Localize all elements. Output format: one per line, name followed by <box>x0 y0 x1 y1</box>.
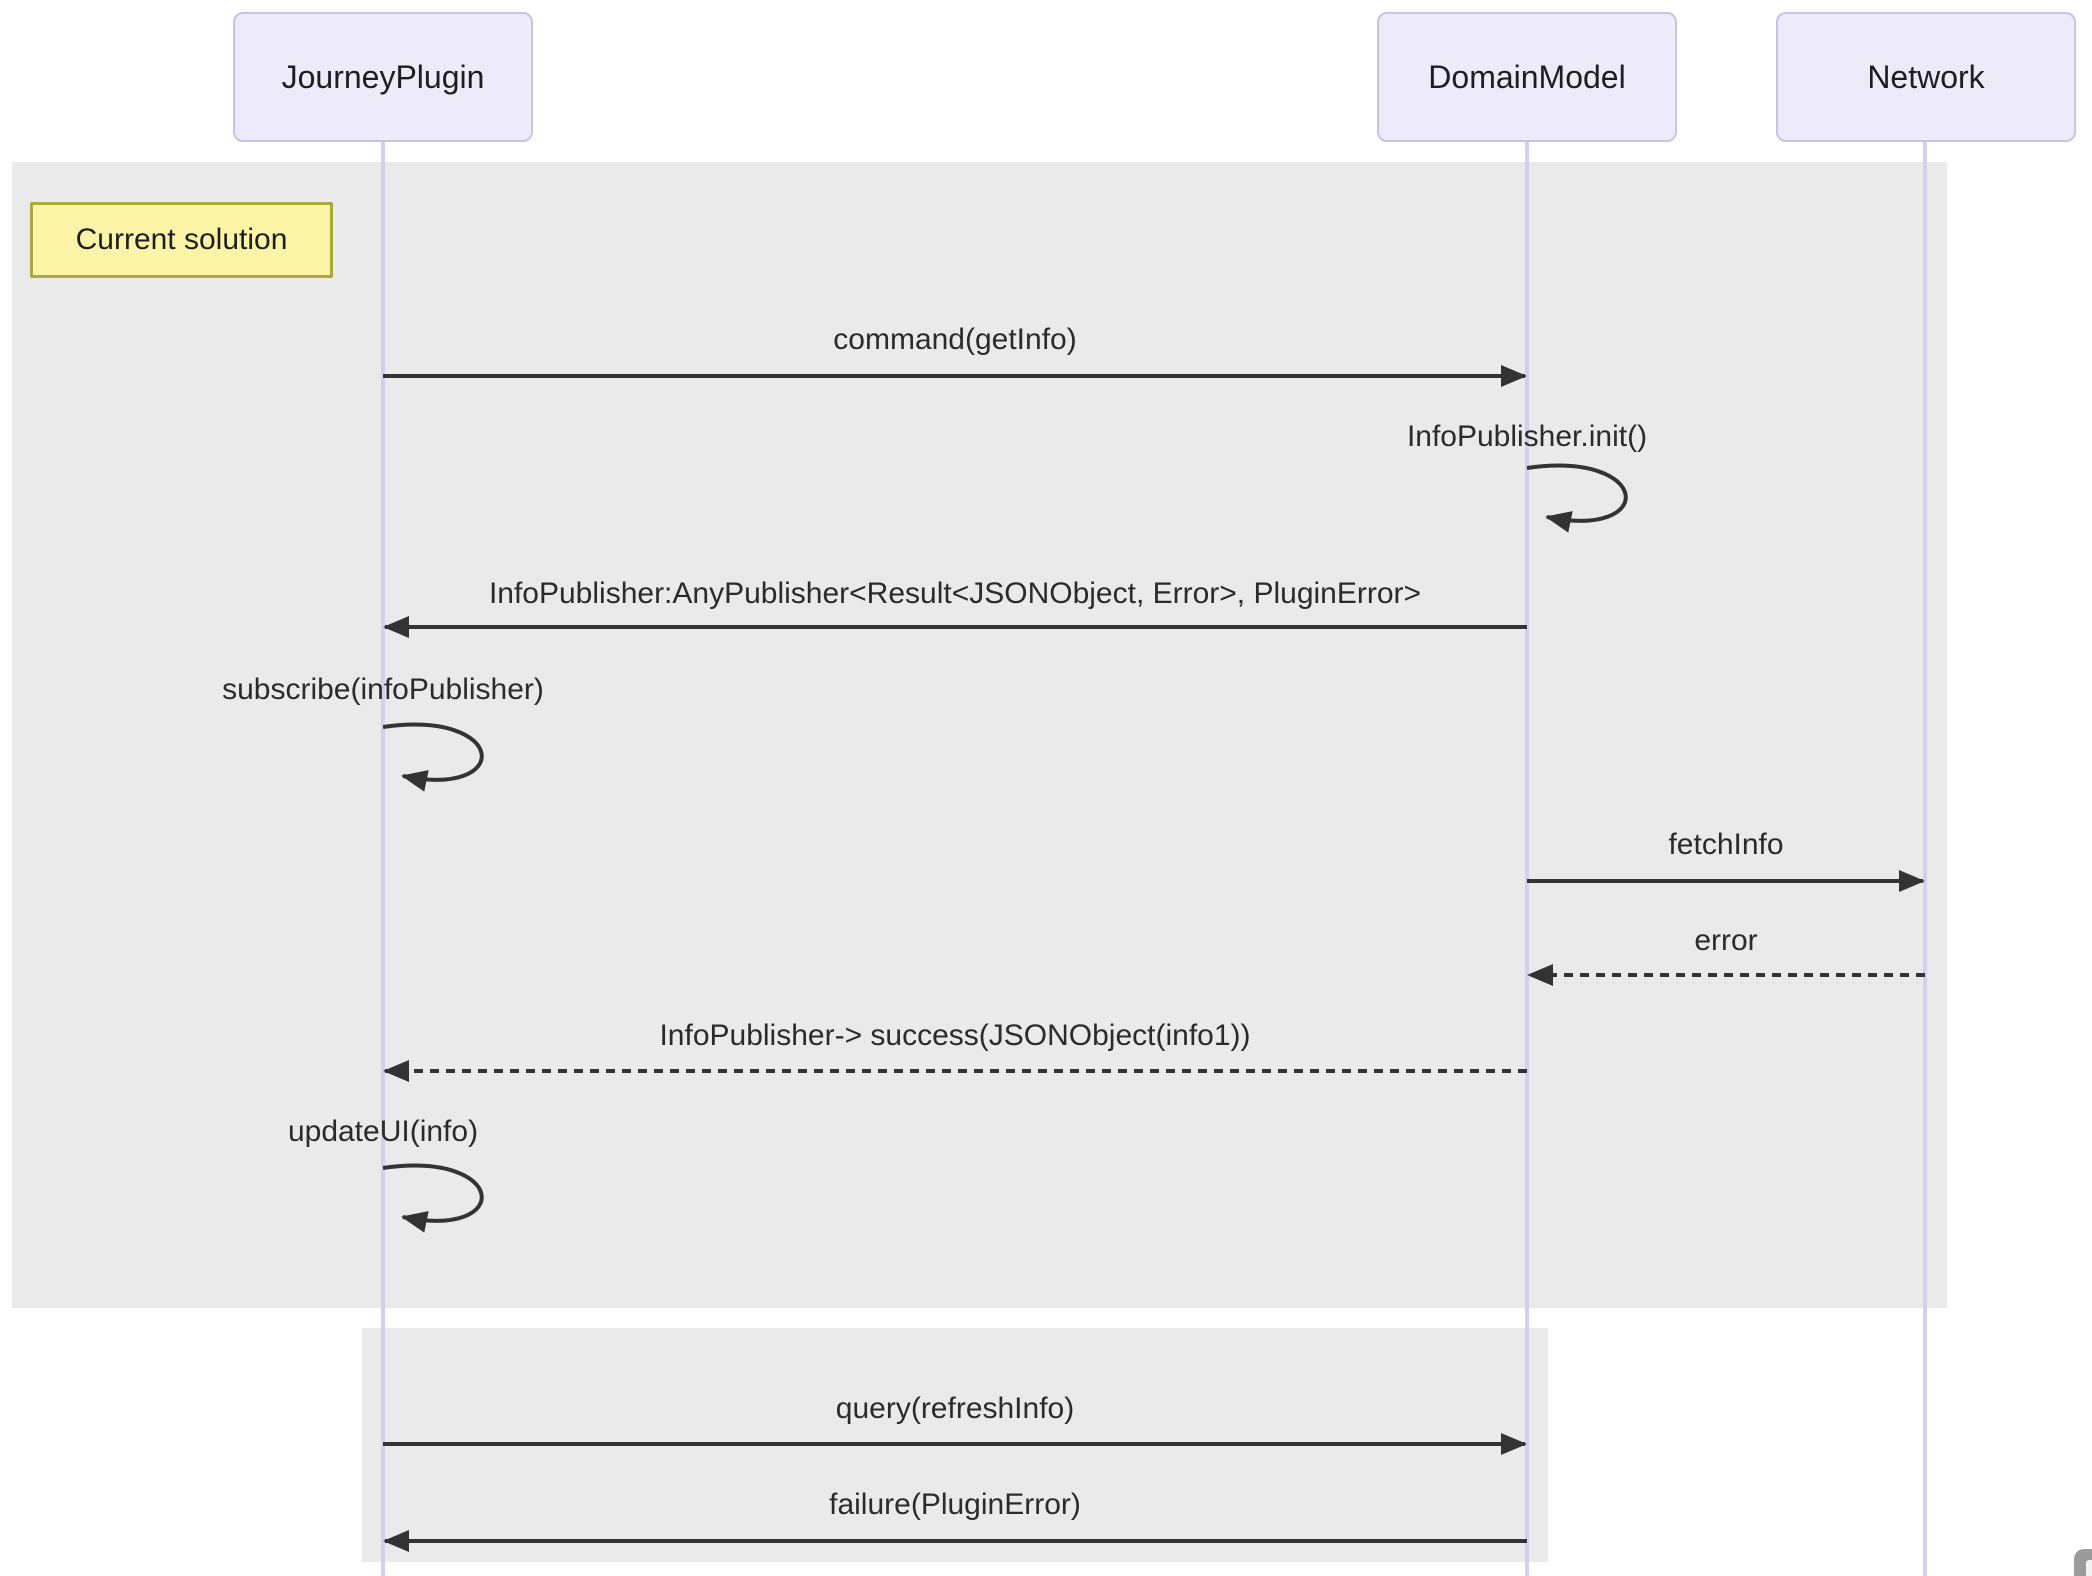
corner-badge-glyph <box>2086 1560 2092 1576</box>
message-label-command: command(getInfo) <box>833 323 1077 356</box>
message-label-success: InfoPublisher-> success(JSONObject(info1… <box>659 1019 1251 1052</box>
actor-domainmodel: DomainModel <box>1377 12 1677 142</box>
selfloop-subscribe <box>382 722 484 792</box>
message-label-anypublisher: InfoPublisher:AnyPublisher<Result<JSONOb… <box>488 577 1422 610</box>
selfloop-infopublisher-init <box>1526 463 1628 533</box>
actor-domainmodel-label: DomainModel <box>1428 58 1626 95</box>
selfloop-updateui <box>382 1163 484 1233</box>
corner-badge-icon[interactable] <box>2074 1549 2092 1576</box>
note-current-solution: Current solution <box>30 202 333 278</box>
message-label-failure: failure(PluginError) <box>829 1488 1081 1521</box>
message-label-error: error <box>1694 924 1758 957</box>
message-label-updateui: updateUI(info) <box>287 1115 479 1148</box>
actor-network: Network <box>1776 12 2076 142</box>
actor-network-label: Network <box>1867 58 1985 95</box>
note-current-solution-label: Current solution <box>75 223 288 256</box>
message-label-init: InfoPublisher.init() <box>1406 420 1648 453</box>
message-label-subscribe: subscribe(infoPublisher) <box>222 673 544 706</box>
actor-journeyplugin-label: JourneyPlugin <box>281 58 485 95</box>
message-label-fetchinfo: fetchInfo <box>1668 828 1784 861</box>
actor-journeyplugin: JourneyPlugin <box>233 12 533 142</box>
loop-frame-primary <box>12 162 1947 1308</box>
message-label-query: query(refreshInfo) <box>835 1392 1075 1425</box>
